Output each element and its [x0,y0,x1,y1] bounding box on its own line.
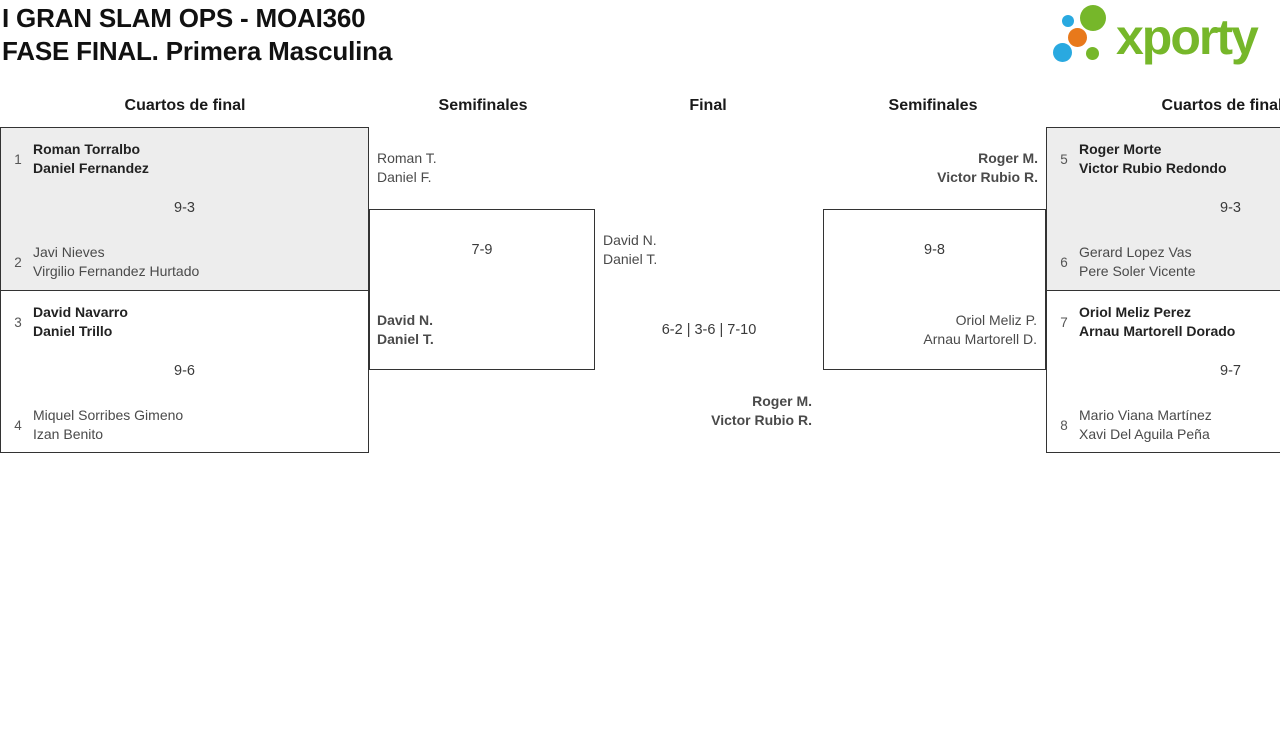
quarterfinals-left: 1 Roman Torralbo Daniel Fernandez 9-3 2 … [0,127,369,453]
tournament-name: I GRAN SLAM OPS - MOAI360 [2,3,366,33]
team-row: 8 Mario Viana Martínez Xavi Del Aguila P… [1055,406,1280,444]
player-name: Daniel T. [603,251,658,267]
team-row: 1 Roman Torralbo Daniel Fernandez [9,140,360,178]
player-name: David N. [603,232,657,248]
team-names: Mario Viana Martínez Xavi Del Aguila Peñ… [1079,406,1212,444]
player-name: Oriol Meliz P. [955,312,1037,328]
player-name: Javi Nieves [33,244,105,260]
match-qf3[interactable]: 5 Roger Morte Victor Rubio Redondo 9-3 6… [1047,128,1280,291]
round-label-final: Final [689,97,727,114]
player-name: Xavi Del Aguila Peña [1079,426,1210,442]
player-name: Gerard Lopez Vas [1079,244,1192,260]
match-qf4[interactable]: 7 Oriol Meliz Perez Arnau Martorell Dora… [1047,291,1280,453]
team-row: 7 Oriol Meliz Perez Arnau Martorell Dora… [1055,303,1280,341]
player-name: Victor Rubio R. [937,169,1038,185]
team-names: David N. Daniel T. [377,311,434,349]
player-name: Roman T. [377,150,437,166]
seed-number: 4 [14,417,22,433]
logo-dot-icon [1068,28,1087,47]
team-names: Oriol Meliz Perez Arnau Martorell Dorado [1079,303,1235,341]
logo-dot-icon [1080,5,1106,31]
seed-number: 5 [1060,151,1068,167]
player-name: Miquel Sorribes Gimeno [33,407,184,423]
xporty-logo[interactable]: xporty [1050,0,1280,70]
round-label-sf-right: Semifinales [888,97,978,114]
seed-number: 3 [14,314,22,330]
seed-number: 6 [1060,254,1068,270]
team-row: 6 Gerard Lopez Vas Pere Soler Vicente [1055,243,1280,281]
player-name: Pere Soler Vicente [1079,263,1196,279]
team-row: 5 Roger Morte Victor Rubio Redondo [1055,140,1280,178]
player-name: Izan Benito [33,426,104,442]
player-name: Daniel Trillo [33,323,113,339]
round-label-qf-right: Cuartos de final [1161,97,1280,114]
player-name: Oriol Meliz Perez [1079,304,1192,320]
logo-dot-icon [1062,15,1074,27]
final-score[interactable]: 6-2 | 3-6 | 7-10 [661,322,757,338]
match-score: 9-6 [174,363,195,379]
match-score: 9-3 [174,200,195,216]
match-score: 7-9 [471,242,493,258]
player-name: Roger M. [978,150,1038,166]
match-sf2[interactable]: 9-8 Oriol Meliz P. Arnau Martorell D. [823,209,1046,370]
player-name: Mario Viana Martínez [1079,407,1212,423]
team-names: Miquel Sorribes Gimeno Izan Benito [33,406,183,444]
team-names: Roman Torralbo Daniel Fernandez [33,140,149,178]
player-name: Daniel T. [377,331,434,347]
final-team-a: David N. Daniel T. [603,231,657,269]
player-name: Roger Morte [1079,141,1162,157]
match-score: 9-7 [1220,363,1241,379]
logo-dot-icon [1053,43,1072,62]
player-name: Victor Rubio R. [711,412,812,428]
round-label-sf-left: Semifinales [438,97,528,114]
player-name: Victor Rubio Redondo [1079,160,1227,176]
seed-number: 2 [14,254,22,270]
player-name: Virgilio Fernandez Hurtado [33,263,200,279]
team-row: 2 Javi Nieves Virgilio Fernandez Hurtado [9,243,360,281]
team-names: Gerard Lopez Vas Pere Soler Vicente [1079,243,1195,281]
logo-wordmark: xporty [1116,9,1259,65]
quarterfinals-right: 5 Roger Morte Victor Rubio Redondo 9-3 6… [1046,127,1280,453]
player-name: Arnau Martorell Dorado [1079,323,1236,339]
seed-number: 7 [1060,314,1068,330]
round-label-qf-left: Cuartos de final [124,97,246,114]
player-name: David Navarro [33,304,128,320]
team-names: Javi Nieves Virgilio Fernandez Hurtado [33,243,199,281]
logo-dot-icon [1086,47,1099,60]
player-name: Arnau Martorell D. [923,331,1037,347]
phase-name: FASE FINAL. Primera Masculina [2,36,393,66]
match-qf2[interactable]: 3 David Navarro Daniel Trillo 9-6 4 Miqu… [1,291,368,453]
match-qf1[interactable]: 1 Roman Torralbo Daniel Fernandez 9-3 2 … [1,128,368,291]
team-names: Oriol Meliz P. Arnau Martorell D. [923,311,1037,349]
player-name: Daniel F. [377,169,432,185]
seed-number: 1 [14,151,22,167]
team-names: David Navarro Daniel Trillo [33,303,128,341]
final-winner: Roger M. Victor Rubio R. [711,392,812,430]
match-score: 9-3 [1220,200,1241,216]
match-sf1[interactable]: 7-9 David N. Daniel T. [369,209,595,370]
page-title: I GRAN SLAM OPS - MOAI360 FASE FINAL. Pr… [2,2,392,68]
team-names: Roman T. Daniel F. [377,149,437,187]
seed-number: 8 [1060,417,1068,433]
player-name: David N. [377,312,434,328]
team-names: Roger Morte Victor Rubio Redondo [1079,140,1227,178]
team-names: Roger M. Victor Rubio R. [937,149,1038,187]
player-name: Roger M. [752,393,812,409]
team-row: 3 David Navarro Daniel Trillo [9,303,360,341]
player-name: Daniel Fernandez [33,160,149,176]
player-name: Roman Torralbo [33,141,141,157]
match-score: 9-8 [924,242,945,258]
team-row: 4 Miquel Sorribes Gimeno Izan Benito [9,406,360,444]
